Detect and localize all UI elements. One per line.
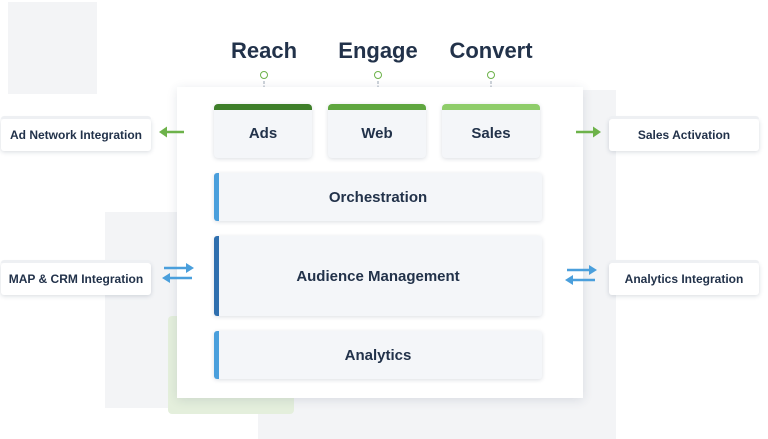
stage-convert-dot	[487, 71, 495, 79]
channel-card-ads: Ads	[214, 104, 312, 158]
channel-bar-sales	[442, 104, 540, 110]
channel-label-ads: Ads	[248, 125, 278, 142]
layer-label-analytics: Analytics	[344, 346, 412, 364]
arrow-left-icon	[159, 126, 184, 138]
arrow-right-icon	[576, 126, 601, 138]
channel-card-web: Web	[328, 104, 426, 158]
layer-audience-management: Audience Management	[214, 236, 542, 316]
stage-convert: Convert	[449, 38, 533, 63]
channel-bar-web	[328, 104, 426, 110]
stage-engage: Engage	[338, 38, 418, 63]
layer-accent-audience-management	[214, 236, 219, 316]
layer-label-audience-management: Audience Management	[296, 267, 460, 285]
layer-analytics: Analytics	[214, 331, 542, 379]
stage-engage-dot	[374, 71, 382, 79]
channel-bar-ads	[214, 104, 312, 110]
background-block-top-left	[8, 2, 97, 94]
analytics-integration: Analytics Integration	[609, 260, 759, 295]
bidirectional-arrow-icon	[162, 263, 194, 283]
channel-card-sales: Sales	[442, 104, 540, 158]
stage-reach: Reach	[230, 38, 298, 63]
stage-reach-dot	[260, 71, 268, 79]
ad-network-integration: Ad Network Integration	[1, 116, 151, 151]
channel-label-web: Web	[361, 125, 393, 142]
layer-orchestration: Orchestration	[214, 173, 542, 221]
sales-activation: Sales Activation	[609, 116, 759, 151]
bidirectional-arrow-icon	[565, 265, 597, 285]
layer-accent-orchestration	[214, 173, 219, 221]
layer-accent-analytics	[214, 331, 219, 379]
map-crm-integration: MAP & CRM Integration	[1, 260, 151, 295]
channel-label-sales: Sales	[471, 125, 511, 142]
layer-label-orchestration: Orchestration	[328, 188, 428, 206]
